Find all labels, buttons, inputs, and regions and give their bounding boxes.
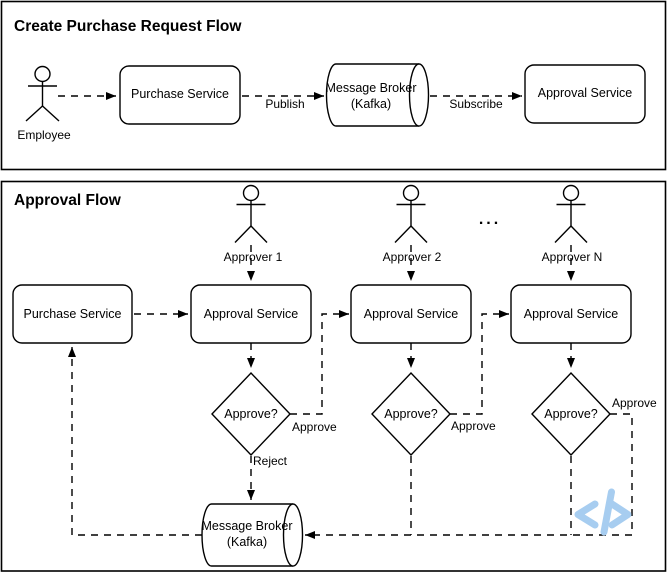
purchase-service-label-bottom: Purchase Service xyxy=(24,307,122,321)
create-flow-title: Create Purchase Request Flow xyxy=(14,18,242,35)
broker-label-line2-bottom: (Kafka) xyxy=(227,535,267,549)
approver-2-actor-icon xyxy=(394,184,428,243)
approval-flow-title: Approval Flow xyxy=(14,192,122,209)
approver-n-actor-icon xyxy=(554,184,588,243)
decision-label-1: Approve? xyxy=(224,407,278,421)
decision-label-3: Approve? xyxy=(544,407,598,421)
edge-approve2-to-service3 xyxy=(450,310,509,415)
approve-label-1: Approve xyxy=(292,420,337,434)
purchase-service-label-top: Purchase Service xyxy=(131,87,229,101)
code-logo-icon xyxy=(574,488,632,536)
subscribe-label: Subscribe xyxy=(449,97,503,111)
decision-label-2: Approve? xyxy=(384,407,438,421)
message-broker-node-top: Message Broker (Kafka) xyxy=(325,63,430,127)
approve-label-2: Approve xyxy=(451,419,496,433)
message-broker-node-bottom: Message Broker (Kafka) xyxy=(201,503,304,567)
approve-label-3: Approve xyxy=(612,396,657,410)
approver-1-actor-icon xyxy=(234,184,268,243)
approval-service-label-2: Approval Service xyxy=(364,307,459,321)
broker-label-line2-top: (Kafka) xyxy=(351,97,391,111)
purchase-service-node-top xyxy=(119,65,241,125)
employee-label: Employee xyxy=(17,128,71,142)
broker-label-line1-bottom: Message Broker xyxy=(201,519,292,533)
approval-service-label-top: Approval Service xyxy=(538,86,633,100)
approver-1-label: Approver 1 xyxy=(224,250,283,264)
approval-service-node-top xyxy=(524,64,646,124)
edge-broker-to-purchase xyxy=(68,347,202,536)
purchase-service-node-bottom xyxy=(12,284,133,344)
approval-flow-panel xyxy=(0,180,667,572)
approver-2-label: Approver 2 xyxy=(383,250,442,264)
approval-service-label-1: Approval Service xyxy=(204,307,299,321)
reject-label: Reject xyxy=(253,454,288,468)
publish-label: Publish xyxy=(265,97,304,111)
approval-service-label-3: Approval Service xyxy=(524,307,619,321)
broker-label-line1-top: Message Broker xyxy=(325,81,416,95)
employee-actor-icon xyxy=(25,65,60,122)
approver-n-label: Approver N xyxy=(542,250,603,264)
approvers-ellipsis: ... xyxy=(479,211,501,228)
edge-approve1-to-service2 xyxy=(290,310,349,415)
